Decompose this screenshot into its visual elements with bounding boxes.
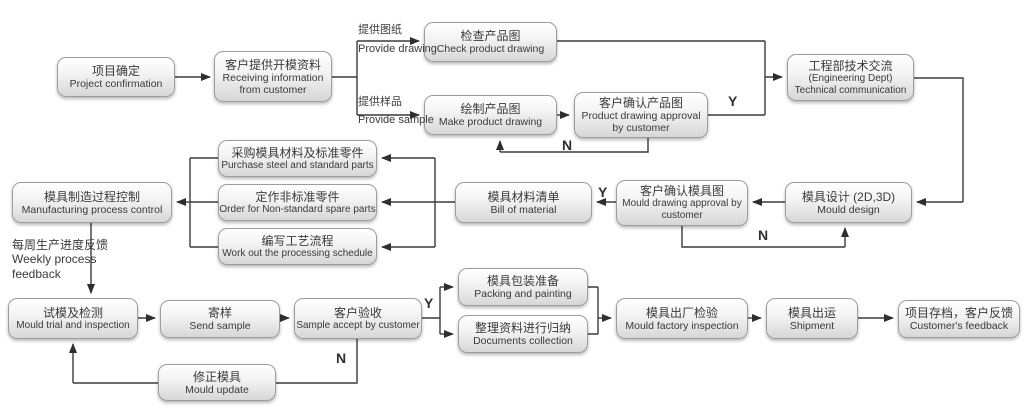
- label-no-product-drawing: N: [562, 137, 573, 153]
- node-make-product-drawing-en: Make product drawing: [438, 116, 543, 128]
- node-send-sample: 寄样 Send sample: [160, 300, 280, 338]
- label-yes-mould-drawing: Y: [598, 184, 608, 200]
- node-sample-accept: 客户验收 Sample accept by customer: [294, 298, 422, 339]
- annotation-weekly-feedback-zh: 每周生产进度反馈: [12, 238, 109, 252]
- node-mould-factory-inspection: 模具出厂检验 Mould factory inspection: [616, 298, 748, 339]
- node-packing-painting-zh: 模具包装准备: [486, 274, 559, 288]
- node-documents-collection: 整理资料进行归纳 Documents collection: [458, 315, 588, 353]
- node-mould-trial: 试模及检测 Mould trial and inspection: [8, 298, 138, 339]
- label-provide-sample-zh: 提供样品: [358, 96, 402, 108]
- node-manufacturing-process-control: 模具制造过程控制 Manufacturing process control: [12, 182, 172, 223]
- annotation-weekly-feedback-en: Weekly process feedback: [12, 252, 97, 281]
- label-provide-drawing-zh: 提供图纸: [358, 24, 402, 36]
- node-mould-update-zh: 修正模具: [192, 369, 241, 384]
- node-processing-schedule-en: Work out the processing schedule: [222, 247, 373, 259]
- node-mould-drawing-approval-zh: 客户确认模具图: [639, 184, 724, 198]
- node-check-product-drawing: 检查产品图 Check product drawing: [424, 22, 557, 62]
- node-bill-of-material-zh: 模具材料清单: [487, 189, 560, 204]
- node-mould-drawing-approval: 客户确认模具图 Mould drawing approval by custom…: [616, 180, 748, 226]
- node-purchase-parts-zh: 采购模具材料及标准零件: [231, 145, 364, 160]
- node-mould-trial-zh: 试模及检测: [42, 305, 103, 320]
- node-processing-schedule: 编写工艺流程 Work out the processing schedule: [218, 228, 377, 265]
- label-yes-product-drawing: Y: [728, 93, 738, 109]
- node-processing-schedule-zh: 编写工艺流程: [261, 233, 334, 248]
- node-shipment-en: Shipment: [789, 319, 835, 332]
- node-mould-factory-inspection-zh: 模具出厂检验: [645, 305, 718, 320]
- node-technical-communication: 工程部技术交流 (Engineering Dept) Technical com…: [787, 54, 914, 101]
- node-product-drawing-approval: 客户确认产品图 Product drawing approval by cust…: [574, 92, 708, 138]
- node-packing-painting-en: Packing and painting: [474, 288, 572, 300]
- label-provide-sample-en: Provide sample: [358, 114, 434, 126]
- node-check-product-drawing-zh: 检查产品图: [460, 29, 521, 43]
- node-documents-collection-zh: 整理资料进行归纳: [474, 321, 571, 335]
- node-sample-accept-en: Sample accept by customer: [296, 319, 420, 331]
- node-product-drawing-approval-en: Product drawing approval by customer: [581, 110, 701, 134]
- node-customer-feedback-zh: 项目存档，客户反馈: [904, 306, 1013, 320]
- node-project-confirmation: 项目确定 Project confirmation: [57, 57, 175, 97]
- node-customer-feedback: 项目存档，客户反馈 Customer's feedback: [898, 300, 1020, 338]
- node-make-product-drawing: 绘制产品图 Make product drawing: [424, 95, 557, 135]
- label-yes-sample-accept: Y: [424, 295, 434, 311]
- node-packing-painting: 模具包装准备 Packing and painting: [458, 268, 588, 306]
- node-customer-feedback-en: Customer's feedback: [909, 320, 1009, 332]
- node-mould-design: 模具设计 (2D,3D) Mould design: [785, 182, 912, 223]
- node-purchase-parts-en: Purchase steel and standard parts: [221, 159, 374, 171]
- node-mould-drawing-approval-en: Mould drawing approval by customer: [622, 198, 742, 221]
- node-documents-collection-en: Documents collection: [473, 335, 573, 347]
- node-mould-design-zh: 模具设计 (2D,3D): [801, 189, 896, 204]
- label-no-mould-drawing: N: [758, 227, 769, 243]
- node-order-nonstandard-parts-en: Order for Non-standard spare parts: [219, 203, 376, 215]
- node-mould-update-en: Mould update: [185, 383, 249, 396]
- node-receiving-information: 客户提供开模资料 Receiving information from cust…: [214, 51, 332, 102]
- node-shipment: 模具出运 Shipment: [766, 298, 858, 339]
- label-provide-drawing-en: Provide drawing: [358, 43, 437, 55]
- annotation-weekly-feedback: 每周生产进度反馈 Weekly process feedback: [12, 238, 108, 282]
- node-mould-design-en: Mould design: [817, 203, 880, 216]
- node-bill-of-material-en: Bill of material: [490, 203, 557, 216]
- node-product-drawing-approval-zh: 客户确认产品图: [598, 96, 683, 110]
- node-sample-accept-zh: 客户验收: [333, 305, 382, 320]
- node-project-confirmation-en: Project confirmation: [69, 78, 163, 90]
- node-technical-communication-zh: 工程部技术交流: [808, 58, 893, 73]
- node-project-confirmation-zh: 项目确定: [91, 64, 140, 78]
- node-manufacturing-process-control-zh: 模具制造过程控制: [43, 189, 140, 204]
- node-send-sample-zh: 寄样: [207, 306, 232, 320]
- label-no-sample-accept: N: [336, 350, 347, 366]
- node-mould-factory-inspection-en: Mould factory inspection: [625, 319, 739, 332]
- node-mould-update: 修正模具 Mould update: [158, 364, 276, 401]
- node-manufacturing-process-control-en: Manufacturing process control: [21, 203, 163, 216]
- node-purchase-parts: 采购模具材料及标准零件 Purchase steel and standard …: [218, 140, 377, 177]
- node-order-nonstandard-parts-zh: 定作非标准零件: [255, 189, 340, 204]
- node-check-product-drawing-en: Check product drawing: [436, 43, 545, 55]
- node-technical-communication-en: (Engineering Dept) Technical communicati…: [794, 72, 907, 96]
- node-order-nonstandard-parts: 定作非标准零件 Order for Non-standard spare par…: [218, 184, 377, 221]
- node-receiving-information-zh: 客户提供开模资料: [224, 57, 321, 72]
- node-shipment-zh: 模具出运: [787, 305, 836, 320]
- node-bill-of-material: 模具材料清单 Bill of material: [455, 182, 592, 223]
- node-mould-trial-en: Mould trial and inspection: [16, 319, 130, 331]
- node-send-sample-en: Send sample: [189, 320, 251, 332]
- node-make-product-drawing-zh: 绘制产品图: [460, 102, 521, 116]
- node-receiving-information-en: Receiving information from customer: [222, 71, 324, 96]
